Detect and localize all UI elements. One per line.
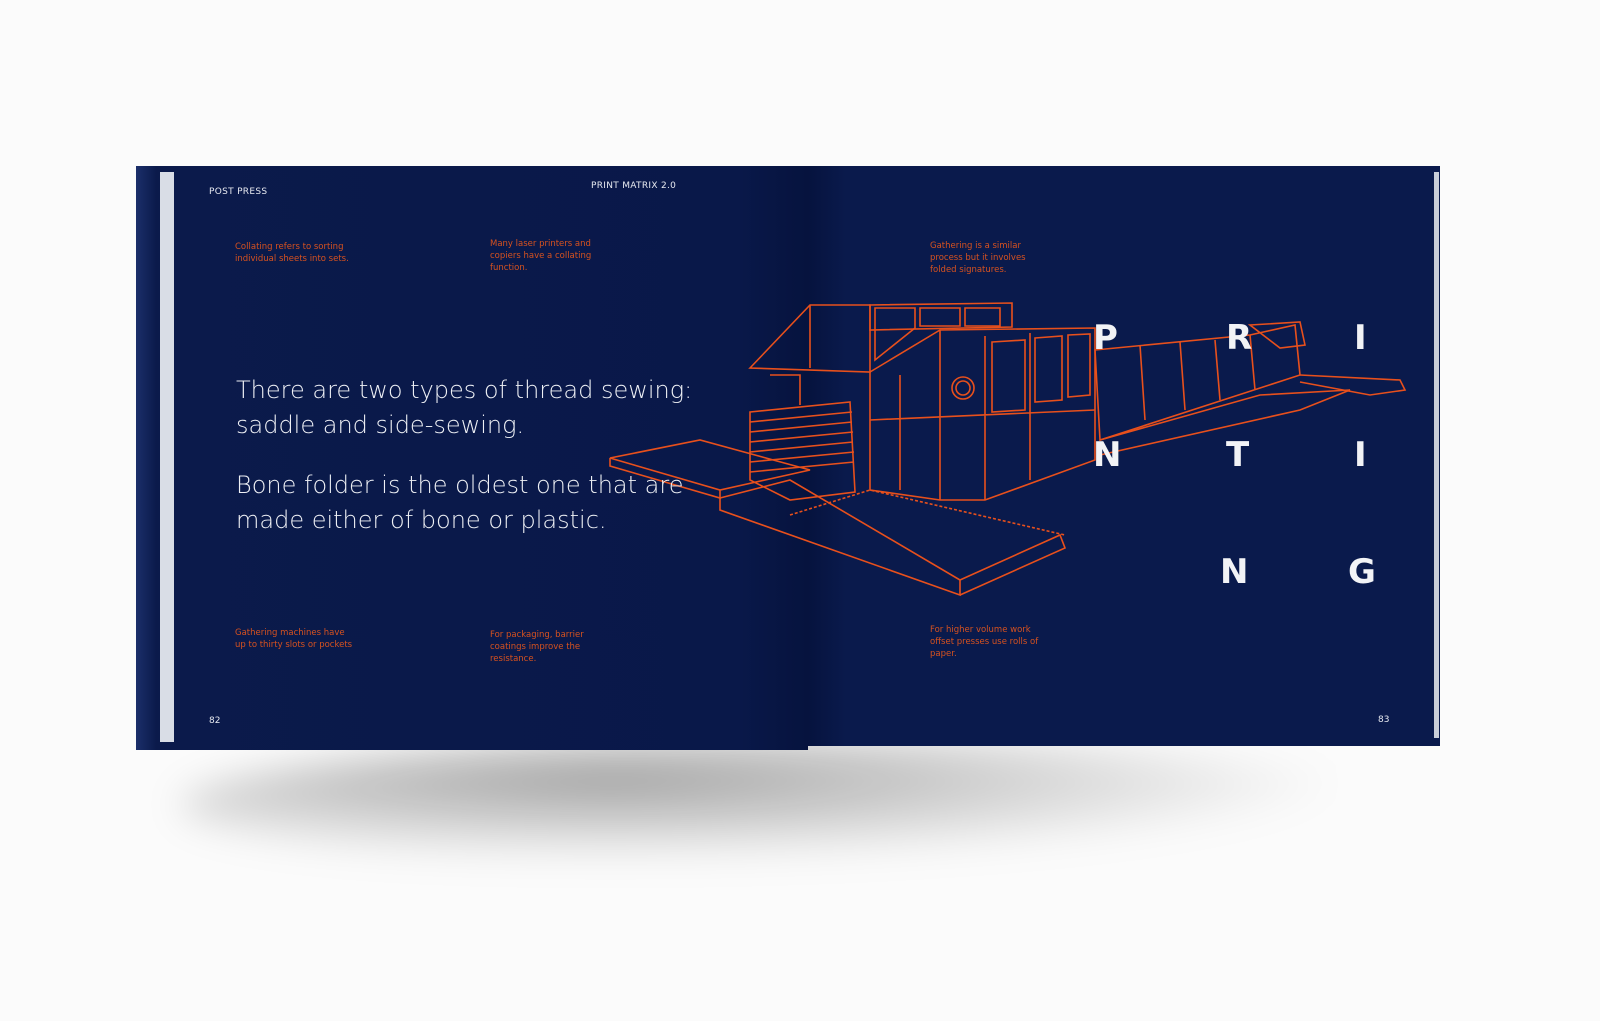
note-laser-printers: Many laser printers and copiers have a c… <box>490 239 592 273</box>
title-letter-t: T <box>1226 435 1250 475</box>
title-letter-n: N <box>1093 435 1122 475</box>
note-collating: Collating refers to sorting individual s… <box>235 242 349 264</box>
title-letter-i: I <box>1354 318 1367 358</box>
note-offset-presses: For higher volume work offset presses us… <box>930 625 1039 659</box>
section-header: POST PRESS <box>209 187 268 197</box>
title-letter-p: P <box>1093 318 1118 358</box>
body-paragraph-1: There are two types of thread sewing: sa… <box>236 376 693 439</box>
right-page <box>808 166 1440 746</box>
body-paragraph-2: Bone folder is the oldest one that are m… <box>236 471 684 534</box>
left-page <box>136 166 808 750</box>
title-letter-r: R <box>1226 318 1253 358</box>
book-shadow <box>180 740 1410 870</box>
title-letter-g: G <box>1348 552 1376 592</box>
title-letter-i2: I <box>1354 435 1367 475</box>
page-number-left: 82 <box>209 716 221 726</box>
note-gathering: Gathering is a similar process but it in… <box>930 241 1026 275</box>
note-packaging: For packaging, barrier coatings improve … <box>490 630 584 664</box>
running-title: PRINT MATRIX 2.0 <box>591 181 677 191</box>
page-edge-strip <box>160 172 174 742</box>
title-letter-n2: N <box>1220 552 1249 592</box>
note-gathering-machines: Gathering machines have up to thirty slo… <box>235 628 353 650</box>
page-edge-right <box>1434 172 1439 738</box>
page-number-right: 83 <box>1378 715 1390 725</box>
